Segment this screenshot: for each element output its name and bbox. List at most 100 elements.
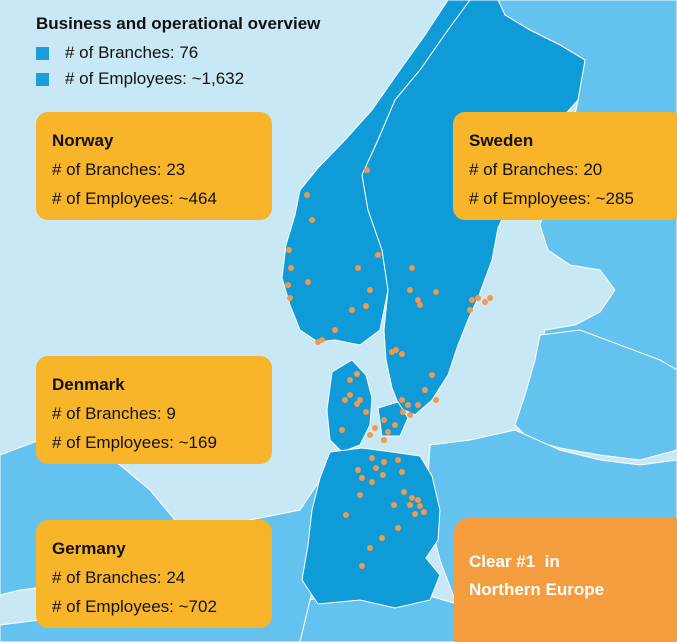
branch-dot xyxy=(354,401,360,407)
branch-dot xyxy=(332,327,338,333)
branch-dot xyxy=(367,287,373,293)
overview-employees-row: # of Employees: ~1,632 xyxy=(36,66,320,92)
branch-dot xyxy=(309,217,315,223)
branch-dot xyxy=(380,472,386,478)
card-branches: # of Branches: 23 xyxy=(52,160,186,179)
branch-dot xyxy=(359,475,365,481)
branch-dot xyxy=(342,397,348,403)
card-sweden: Sweden # of Branches: 20 # of Employees:… xyxy=(453,112,677,220)
market-position-badge: Clear #1 in Northern Europe xyxy=(454,518,677,642)
branch-dot xyxy=(409,265,415,271)
branch-dot xyxy=(286,247,292,253)
branch-dot xyxy=(409,495,415,501)
branch-dot xyxy=(433,397,439,403)
branch-dot xyxy=(347,377,353,383)
branch-dot xyxy=(433,289,439,295)
badge-line-1: Clear #1 in xyxy=(469,552,560,571)
branch-dot xyxy=(367,545,373,551)
card-branches: # of Branches: 20 xyxy=(469,160,603,179)
branch-dot xyxy=(405,402,411,408)
branch-dot xyxy=(391,502,397,508)
branch-dot xyxy=(389,349,395,355)
card-germany: Germany # of Branches: 24 # of Employees… xyxy=(36,520,272,628)
branch-dot xyxy=(412,511,418,517)
branch-dot xyxy=(369,455,375,461)
square-marker-icon xyxy=(36,72,49,86)
branch-dot xyxy=(343,512,349,518)
branch-dot xyxy=(415,297,421,303)
branch-dot xyxy=(417,503,423,509)
branch-dot xyxy=(375,252,381,258)
card-country: Norway xyxy=(52,131,114,150)
overview-branches-row: # of Branches: 76 xyxy=(36,40,320,66)
branch-dot xyxy=(467,307,473,313)
branch-dot xyxy=(379,535,385,541)
branch-dot xyxy=(285,282,291,288)
branch-dot xyxy=(373,465,379,471)
branch-dot xyxy=(354,371,360,377)
branch-dot xyxy=(421,509,427,515)
branch-dot xyxy=(381,417,387,423)
land-germany xyxy=(301,447,441,609)
card-employees: # of Employees: ~169 xyxy=(52,433,217,452)
branch-dot xyxy=(399,397,405,403)
land-baltics xyxy=(514,329,677,461)
overview-title: Business and operational overview xyxy=(36,14,321,33)
branch-dot xyxy=(315,339,321,345)
branch-dot xyxy=(381,459,387,465)
card-employees: # of Employees: ~285 xyxy=(469,189,634,208)
branch-dot xyxy=(355,467,361,473)
branch-dot xyxy=(347,392,353,398)
overview-branches: # of Branches: 76 xyxy=(65,43,199,62)
branch-dot xyxy=(475,295,481,301)
branch-dot xyxy=(305,279,311,285)
card-norway: Norway # of Branches: 23 # of Employees:… xyxy=(36,112,272,220)
branch-dot xyxy=(363,409,369,415)
branch-dot xyxy=(417,302,423,308)
overview-employees: # of Employees: ~1,632 xyxy=(65,69,245,88)
branch-dot xyxy=(407,412,413,418)
branch-dot xyxy=(469,297,475,303)
branch-dot xyxy=(381,437,387,443)
square-marker-icon xyxy=(36,46,49,60)
branch-dot xyxy=(359,563,365,569)
branch-dot xyxy=(401,489,407,495)
card-country: Denmark xyxy=(52,375,125,394)
branch-dot xyxy=(399,469,405,475)
branch-dot xyxy=(415,402,421,408)
branch-dot xyxy=(395,457,401,463)
branch-dot xyxy=(372,425,378,431)
branch-dot xyxy=(339,427,345,433)
branch-dot xyxy=(407,287,413,293)
card-country: Germany xyxy=(52,539,126,558)
land-denmark xyxy=(326,359,373,453)
card-branches: # of Branches: 9 xyxy=(52,404,176,423)
card-branches: # of Branches: 24 xyxy=(52,568,186,587)
branch-dot xyxy=(407,502,413,508)
card-employees: # of Employees: ~702 xyxy=(52,597,217,616)
branch-dot xyxy=(487,295,493,301)
branch-dot xyxy=(482,299,488,305)
branch-dot xyxy=(395,525,401,531)
branch-dot xyxy=(392,422,398,428)
card-denmark: Denmark # of Branches: 9 # of Employees:… xyxy=(36,356,272,464)
branch-dot xyxy=(429,372,435,378)
badge-line-2: Northern Europe xyxy=(469,580,605,599)
branch-dot xyxy=(400,409,406,415)
card-employees: # of Employees: ~464 xyxy=(52,189,217,208)
branch-locations xyxy=(285,167,493,569)
branch-dot xyxy=(363,303,369,309)
card-country: Sweden xyxy=(469,131,534,150)
branch-dot xyxy=(369,479,375,485)
branch-dot xyxy=(357,492,363,498)
branch-dot xyxy=(288,265,294,271)
branch-dot xyxy=(355,265,361,271)
branch-dot xyxy=(349,307,355,313)
branch-dot xyxy=(364,167,370,173)
branch-dot xyxy=(367,432,373,438)
branch-dot xyxy=(287,295,293,301)
branch-dot xyxy=(415,497,421,503)
overview-legend: Business and operational overview # of B… xyxy=(36,14,320,92)
branch-dot xyxy=(422,387,428,393)
